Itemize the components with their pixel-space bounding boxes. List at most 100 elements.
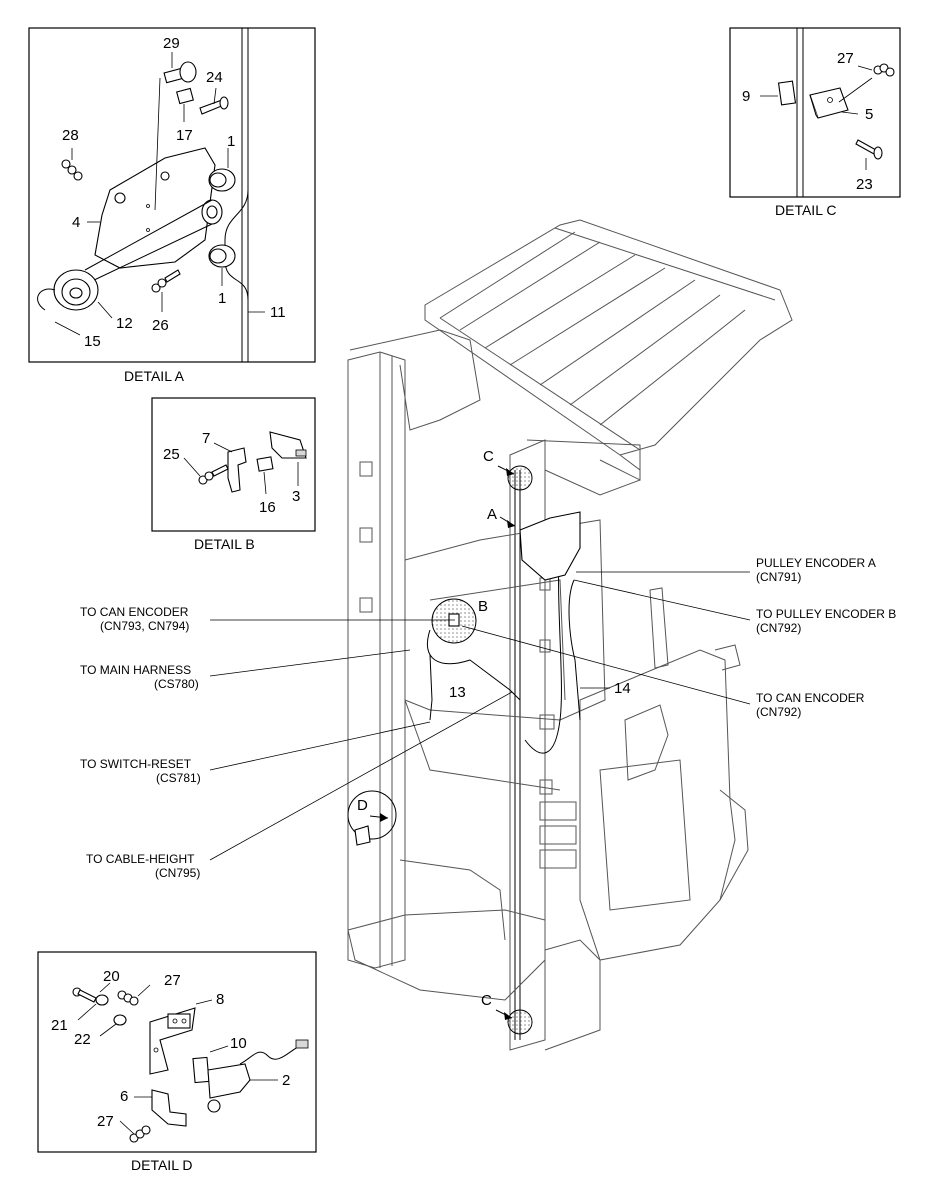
overhead-guard [424,219,793,456]
detail-b: 7 25 16 3 DETAIL B [151,397,316,552]
gear-lower-icon [208,244,236,268]
harness-cable-14 [568,579,581,721]
carriage [404,519,606,721]
gear-upper-icon [208,168,236,192]
detail-a-part-1-upper: 1 [227,133,235,150]
detail-a-part-11: 11 [270,304,286,321]
bracket-5-icon [809,87,849,119]
detail-a-part-15: 15 [84,333,101,350]
detail-a: 29 24 17 28 1 4 1 26 12 15 11 DETAIL A [28,27,316,384]
callout-main-harness-1: TO MAIN HARNESS [80,663,191,677]
encoder-bracket-a [519,511,581,581]
pad-9-icon [777,80,797,106]
harness-cable-13 [426,629,521,701]
detail-d-part-20: 20 [103,968,120,985]
detail-a-part-29: 29 [163,35,180,52]
marker-d: D [357,797,368,814]
callout-can-encoder-right-2: (CN792) [756,705,801,719]
detail-d-part-27-upper: 27 [164,972,181,989]
detail-d-part-6: 6 [120,1088,128,1105]
detail-a-part-28: 28 [62,127,79,144]
callout-can-encoder-left-2: (CN793, CN794) [100,619,189,633]
snap-ring-icon [37,288,56,311]
screw-25-icon [198,464,229,485]
detail-c-part-27: 27 [837,50,854,67]
pulley-wheel-icon [53,269,99,311]
screw-24-icon [199,96,229,115]
detail-b-part-25: 25 [163,446,180,463]
screw-20-icon [72,987,97,1003]
washer-21-icon [95,994,109,1006]
detail-c-frame [729,27,901,198]
mast-right-rail [509,439,546,1051]
detail-a-caption: DETAIL A [124,368,185,384]
callout-switch-reset-2: (CS781) [156,771,201,785]
callouts-right: PULLEY ENCODER A (CN791) TO PULLEY ENCOD… [461,556,896,719]
bracket-6-icon [151,1089,187,1127]
detail-b-part-3: 3 [292,488,300,505]
callout-switch-reset-1: TO SWITCH-RESET [80,757,192,771]
callout-pulley-encoder-a-1: PULLEY ENCODER A [756,556,876,570]
detail-b-caption: DETAIL B [194,536,255,552]
detail-a-part-24: 24 [206,69,223,86]
callout-cable-height-1: TO CABLE-HEIGHT [86,852,195,866]
clip-17-icon [176,87,194,105]
detail-a-part-12: 12 [116,315,133,332]
main-part-13: 13 [449,684,466,701]
callout-can-encoder-right-1: TO CAN ENCODER [756,691,865,705]
callout-pulley-encoder-b-1: TO PULLEY ENCODER B [756,607,896,621]
detail-a-part-1-lower: 1 [218,290,226,307]
detail-d-zone [347,790,397,840]
bolt-27-lower-icon [129,1125,151,1143]
main-part-14: 14 [614,680,631,697]
base-frame [347,909,546,1001]
washer-22-icon [113,1014,127,1026]
bolt-26-icon [151,269,181,293]
marker-c-top: C [483,448,494,465]
plate-10-icon [192,1056,210,1084]
callout-pulley-encoder-a-2: (CN791) [756,570,801,584]
bracket-7-icon [227,447,247,493]
detail-a-frame [28,27,316,363]
detail-d-part-21: 21 [51,1017,68,1034]
detail-d-part-8: 8 [216,991,224,1008]
sensor-3-icon [269,431,307,459]
bolt-27-icon [873,63,895,77]
detail-c-part-9: 9 [742,88,750,105]
detail-c-zone-top [507,465,533,491]
detail-a-part-17: 17 [176,127,193,144]
callout-can-encoder-left-1: TO CAN ENCODER [80,605,189,619]
body-panel [579,649,736,961]
mast-assembly: C A B D C 13 14 [347,219,793,1051]
bracket-29-icon [163,61,197,84]
callout-cable-height-2: (CN795) [155,866,200,880]
detail-d: 20 27 8 21 22 10 2 6 27 DETAIL D [37,951,317,1173]
detail-c-part-5: 5 [865,106,873,123]
detail-a-part-26: 26 [152,317,169,334]
marker-b: B [478,598,488,615]
bracket-8-icon [149,1007,196,1075]
mast-left-rail [347,351,406,969]
detail-c: 27 9 5 23 DETAIL C [729,27,901,218]
marker-a: A [487,506,497,523]
callout-pulley-encoder-b-2: (CN792) [756,621,801,635]
switch-2-icon [207,1039,309,1113]
detail-c-part-23: 23 [856,176,873,193]
detail-d-part-27-lower: 27 [97,1113,114,1130]
detail-d-caption: DETAIL D [131,1157,192,1173]
detail-d-part-10: 10 [230,1035,247,1052]
detail-d-part-2: 2 [282,1072,290,1089]
detail-d-part-22: 22 [74,1031,91,1048]
detail-d-frame [37,951,317,1153]
pad-16-icon [256,456,274,472]
marker-c-bottom: C [481,992,492,1009]
bolt-27-upper-icon [117,990,139,1006]
callout-main-harness-2: (CS780) [154,677,199,691]
detail-c-caption: DETAIL C [775,202,836,218]
bolt-28-icon [61,159,83,181]
detail-b-frame [151,397,316,532]
detail-c-zone-bottom [507,1009,533,1035]
detail-b-part-7: 7 [202,430,210,447]
detail-a-part-4: 4 [72,214,80,231]
